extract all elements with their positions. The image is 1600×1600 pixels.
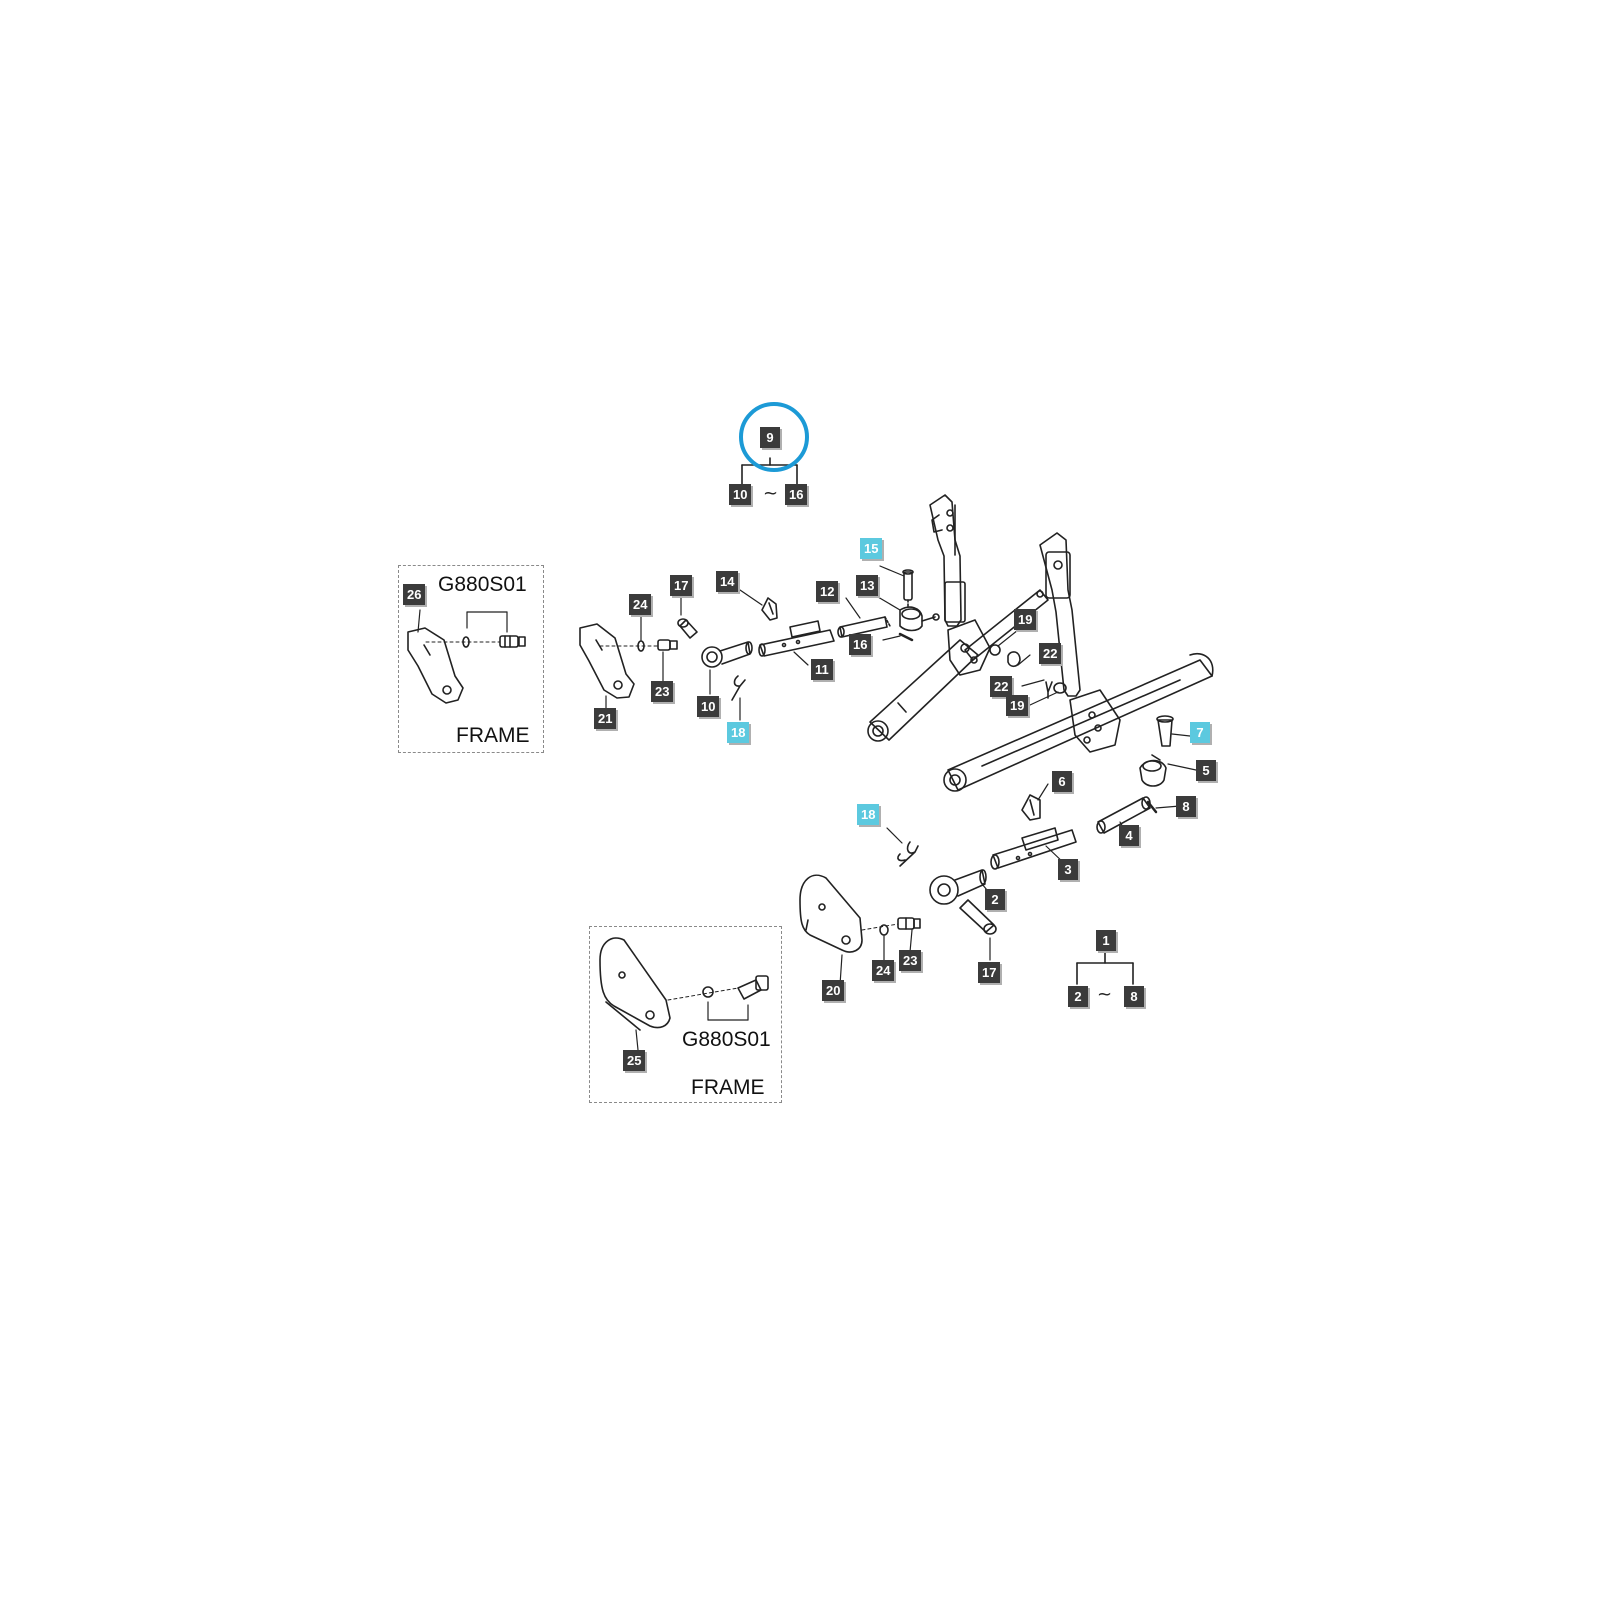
callout-16[interactable]: 16 [849, 634, 872, 655]
callout-19-lower[interactable]: 19 [1006, 695, 1029, 716]
bracket-26 [407, 627, 464, 704]
callout-18-lower[interactable]: 18 [857, 804, 880, 825]
callout-15[interactable]: 15 [860, 538, 883, 559]
pin-16 [898, 632, 914, 642]
callout-23-top[interactable]: 23 [651, 681, 674, 702]
bolt-23-top [657, 639, 678, 651]
axis-lower-bracket [861, 923, 899, 931]
top-link-tube-11 [758, 620, 835, 657]
callout-7[interactable]: 7 [1190, 722, 1210, 743]
frame-inset-bottom-ref: G880S01 [682, 1028, 771, 1051]
highlight-ring [739, 402, 809, 472]
tube-3 [990, 827, 1077, 870]
clevis-13 [899, 606, 940, 632]
callout-5[interactable]: 5 [1196, 760, 1216, 781]
callout-6[interactable]: 6 [1052, 771, 1072, 792]
kit-bracket-bottom [1076, 951, 1134, 985]
washer-24-lower [879, 924, 889, 936]
ref-bracket-bottom [707, 1001, 749, 1021]
clevis-5 [1139, 754, 1167, 787]
callout-2-kit[interactable]: 2 [1068, 986, 1088, 1007]
lower-link-right [943, 653, 1214, 792]
callout-19-upper[interactable]: 19 [1014, 609, 1037, 630]
bracket-20 [799, 874, 863, 953]
callout-12[interactable]: 12 [816, 581, 839, 602]
callout-17-top[interactable]: 17 [670, 575, 693, 596]
frame-inset-bottom-label: FRAME [691, 1076, 765, 1099]
callout-24-lower[interactable]: 24 [872, 960, 895, 981]
callout-24-top[interactable]: 24 [629, 594, 652, 615]
lift-rod-left [929, 494, 966, 627]
leader-lines [417, 565, 1197, 1051]
ref-bracket-left [466, 611, 508, 633]
washer-bottom-inset [702, 986, 714, 998]
callout-26[interactable]: 26 [403, 584, 426, 605]
callout-3[interactable]: 3 [1058, 859, 1078, 880]
top-link-screw-12 [837, 616, 891, 638]
rod-end-2 [929, 869, 987, 905]
lower-link-left [867, 619, 991, 742]
handle-14 [761, 597, 778, 621]
kit-bottom-tilde: ~ [1097, 984, 1113, 1005]
kit-top-tilde: ~ [763, 483, 779, 504]
pin-17-lower [959, 899, 997, 935]
bracket-21 [579, 623, 635, 699]
screw-4 [1096, 796, 1151, 834]
nut-22-upper [1007, 651, 1021, 668]
axis-bottom-inset [667, 987, 739, 1001]
callout-10[interactable]: 10 [697, 696, 720, 717]
bracket-25 [599, 937, 671, 1031]
callout-25[interactable]: 25 [623, 1050, 646, 1071]
callout-21[interactable]: 21 [594, 708, 617, 729]
callout-11[interactable]: 11 [811, 659, 833, 680]
pin-15 [902, 569, 914, 609]
lynch-pin-18-top [731, 675, 746, 701]
handle-6 [1021, 794, 1041, 821]
callout-18-top[interactable]: 18 [727, 722, 750, 743]
top-link-end-10 [701, 641, 753, 668]
frame-inset-left-ref: G880S01 [438, 573, 527, 596]
callout-4[interactable]: 4 [1119, 825, 1139, 846]
callout-22-upper[interactable]: 22 [1039, 643, 1062, 664]
pin-17-top [677, 618, 698, 639]
callout-14[interactable]: 14 [716, 571, 739, 592]
bolt-23-lower [897, 917, 921, 930]
frame-inset-bottom [589, 926, 782, 1103]
callout-23-lower[interactable]: 23 [899, 950, 922, 971]
callout-9[interactable]: 9 [760, 427, 780, 448]
callout-8[interactable]: 8 [1176, 796, 1196, 817]
callout-8-kit[interactable]: 8 [1124, 986, 1144, 1007]
washer-19-upper [989, 644, 1001, 656]
pin-7 [1156, 715, 1174, 747]
bolt-bottom-inset [737, 975, 769, 1000]
callout-10-kit[interactable]: 10 [729, 484, 752, 505]
callout-20[interactable]: 20 [822, 980, 845, 1001]
frame-inset-left [398, 565, 544, 753]
frame-inset-left-label: FRAME [456, 724, 530, 747]
lift-rod-right [1039, 532, 1081, 697]
callout-17-lower[interactable]: 17 [978, 962, 1001, 983]
callout-2[interactable]: 2 [985, 889, 1005, 910]
callout-22-lower[interactable]: 22 [990, 676, 1013, 697]
washer-19-lower [1053, 682, 1067, 694]
callout-1[interactable]: 1 [1096, 930, 1116, 951]
callout-16-kit[interactable]: 16 [785, 484, 808, 505]
callout-13[interactable]: 13 [856, 575, 879, 596]
lynch-pin-18-lower [897, 841, 919, 867]
